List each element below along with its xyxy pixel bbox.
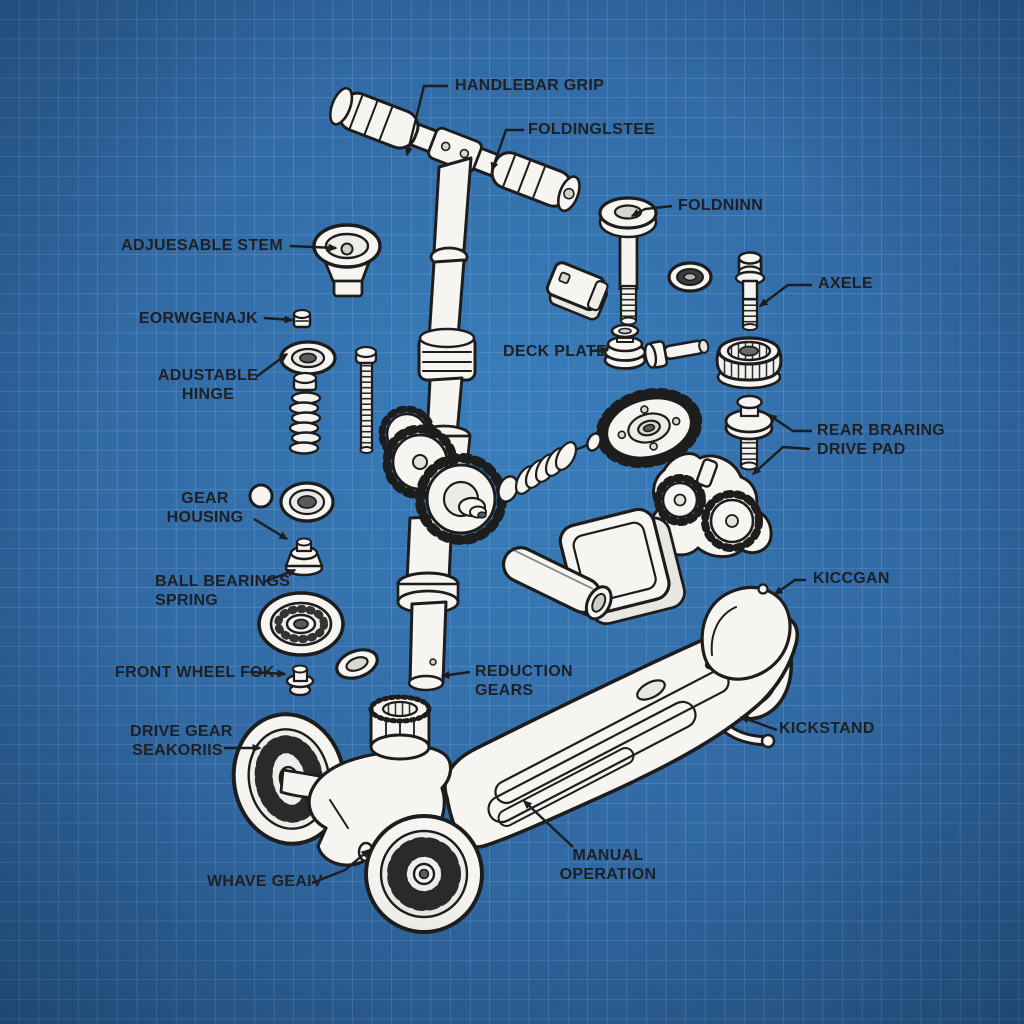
label-front-wheel-fok: FRONT WHEEL FOK (115, 664, 275, 681)
part-axle-bolt (734, 251, 766, 331)
label-manual-operation: MANUAL OPERATION (559, 847, 657, 883)
label-ball-bearings-spring: BALL BEARINGS SPRING (155, 573, 291, 609)
leader-kiccgan (773, 578, 806, 595)
leader-manual-operation (522, 799, 574, 848)
part-front-wheel-right (357, 814, 484, 934)
leader-gear-housing (253, 517, 289, 541)
leader-foldinglstee (490, 128, 524, 172)
part-handlebar (328, 86, 581, 213)
label-axele: AXELE (818, 275, 873, 292)
leader-front-wheel-fok (249, 669, 287, 678)
label-eorwgenajk: EORWGENAJK (138, 310, 258, 327)
part-center-spring (497, 432, 602, 503)
leader-axele (758, 283, 812, 307)
leader-reduction-gears (440, 670, 471, 679)
part-headset-cap (368, 694, 432, 761)
part-big-gear (595, 387, 703, 469)
part-rear-fender (700, 583, 792, 681)
label-foldinglstee: FOLDINGLSTEE (528, 121, 656, 138)
part-stem-lower-tube (408, 600, 448, 686)
leader-foldninn (630, 204, 673, 218)
leader-deck-plate (591, 346, 610, 355)
part-drive-pad-bolt (724, 394, 774, 471)
part-washer-stack (603, 323, 647, 370)
part-spring-left (288, 391, 322, 455)
label-drive-gear-seakoriis: DRIVE GEAR SEAKORIIS (130, 723, 233, 759)
part-hinge-bearing (279, 340, 337, 392)
part-set-bolt (292, 308, 312, 329)
label-adustable-hinge: ADUSTABLE HINGE (157, 367, 259, 403)
part-bearing-ring (667, 261, 713, 293)
label-reduction-gears: REDUCTION GEARS (475, 663, 573, 699)
leader-adustable-hinge (255, 353, 289, 378)
leader-eorwgenajk (263, 315, 294, 324)
part-threaded-rod (354, 345, 378, 454)
part-large-ball-bearing (257, 591, 345, 657)
part-front-fork-cone (285, 664, 315, 697)
part-oval-washer (335, 648, 379, 680)
part-adjustable-stem (312, 223, 382, 298)
part-folding-bolt (598, 196, 658, 326)
leader-drive-pad (751, 445, 811, 476)
label-rear-braring-drive-pad: REAR BRARING DRIVE PAD (817, 422, 946, 458)
part-reduction-gear-cluster (378, 405, 507, 545)
leader-rear-braring (767, 414, 812, 433)
leader-handlebar-grip (404, 84, 448, 157)
part-roller-cylinder (501, 546, 613, 621)
label-gear-housing: GEAR HOUSING (166, 490, 244, 526)
label-adjuesable-stem: ADJUESABLE STEM (121, 237, 283, 254)
leader-adjuesable-stem (289, 243, 338, 252)
label-handlebar-grip: HANDLEBAR GRIP (455, 77, 605, 94)
leader-ball-bearings (263, 568, 297, 584)
label-deck-plate: DECK PLATE (503, 343, 608, 360)
part-small-bearing (279, 481, 335, 523)
leader-lines (224, 84, 812, 885)
label-kiccgan: KICCGAN (813, 570, 890, 587)
part-horizontal-bolt (643, 338, 710, 369)
label-foldninn: FOLDNINN (678, 197, 764, 214)
label-whave-geaiv: WHAVE GEAIV (207, 873, 323, 890)
part-connector-box (545, 261, 609, 321)
leader-whave-geaiv (311, 849, 371, 885)
label-kickstand: KICKSTAND (779, 720, 875, 737)
part-knurled-nut (715, 336, 783, 390)
part-rear-bracket (648, 452, 773, 558)
part-ball (248, 483, 274, 509)
leader-kickstand (739, 715, 778, 732)
